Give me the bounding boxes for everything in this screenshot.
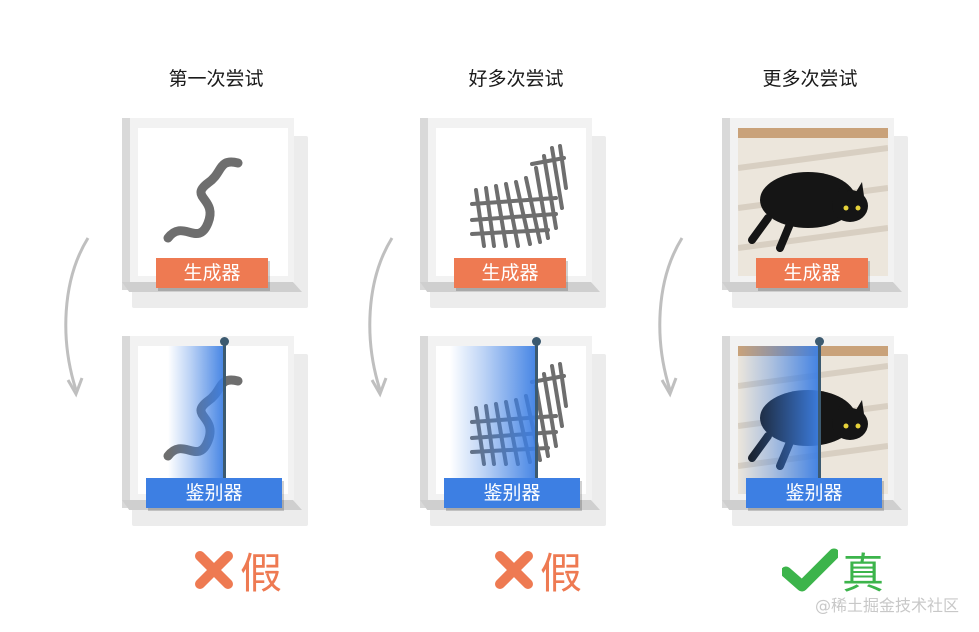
column-title: 好多次尝试 (366, 64, 666, 91)
discriminator-dot (532, 337, 541, 346)
generator-label: 生成器 (454, 258, 566, 288)
generator-panel: 生成器 (722, 118, 898, 294)
column-many-attempts: 好多次尝试 生成器 (366, 0, 666, 632)
verdict: 真 (782, 540, 884, 600)
generator-label: 生成器 (156, 258, 268, 288)
cycle-arrow-icon (364, 230, 404, 410)
cat-photo (738, 128, 888, 276)
verdict-text: 假 (240, 540, 282, 601)
discriminator-line (535, 344, 538, 482)
scan-gradient (168, 346, 224, 494)
discriminator-label: 鉴别器 (746, 478, 882, 508)
cycle-arrow-icon (654, 230, 694, 410)
check-icon (782, 548, 838, 592)
squiggle-drawing (138, 128, 288, 276)
verdict: 假 (194, 540, 282, 600)
generator-label: 生成器 (756, 258, 868, 288)
cross-icon (494, 550, 534, 590)
discriminator-label: 鉴别器 (444, 478, 580, 508)
generator-output (138, 128, 288, 276)
verdict: 假 (494, 540, 582, 600)
cycle-arrow-icon (60, 230, 100, 410)
discriminator-view (138, 346, 288, 494)
discriminator-view (738, 346, 888, 494)
generator-output (436, 128, 586, 276)
discriminator-panel: 鉴别器 (420, 336, 596, 512)
column-more-attempts: 更多次尝试 生成器 (660, 0, 960, 632)
discriminator-view (436, 346, 586, 494)
scan-gradient (738, 346, 818, 494)
watermark: @稀土掘金技术社区 (815, 592, 959, 616)
discriminator-dot (815, 337, 824, 346)
discriminator-panel: 鉴别器 (122, 336, 298, 512)
column-title: 第一次尝试 (66, 64, 366, 91)
discriminator-label: 鉴别器 (146, 478, 282, 508)
discriminator-line (818, 344, 821, 482)
discriminator-line (223, 344, 226, 482)
scan-gradient (450, 346, 536, 494)
generator-panel: 生成器 (420, 118, 596, 294)
discriminator-panel: 鉴别器 (722, 336, 898, 512)
verdict-text: 假 (540, 540, 582, 601)
column-first-attempt: 第一次尝试 生成器 鉴别器 (66, 0, 366, 632)
generator-output (738, 128, 888, 276)
cross-icon (194, 550, 234, 590)
sketch-cat-drawing (436, 128, 586, 276)
discriminator-dot (220, 337, 229, 346)
column-title: 更多次尝试 (660, 64, 960, 91)
generator-panel: 生成器 (122, 118, 298, 294)
